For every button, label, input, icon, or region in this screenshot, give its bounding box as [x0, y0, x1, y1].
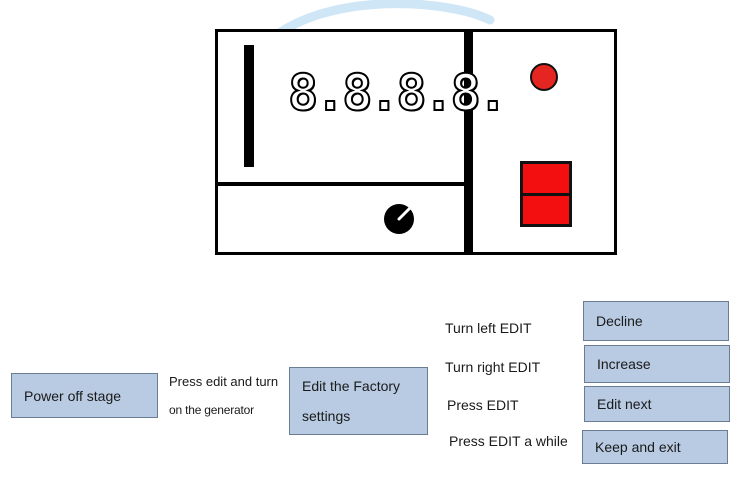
press-edit-label-line2: on the generator [169, 403, 254, 417]
result-increase-label: Increase [597, 356, 651, 372]
power-off-stage-label: Power off stage [24, 387, 122, 404]
indicator-led-icon [530, 63, 558, 91]
press-edit-label-line1: Press edit and turn [169, 374, 279, 389]
result-decline-label: Decline [596, 313, 643, 329]
knob-icon[interactable] [383, 203, 415, 235]
segment-display: 8.8.8.8. [287, 63, 509, 123]
factory-settings-line2: settings [302, 408, 351, 424]
action-trigger-turn-left: Turn left EDIT [445, 320, 532, 336]
switch-lower-half [523, 195, 569, 224]
switch-upper-half [523, 164, 569, 193]
result-increase-box: Increase [584, 345, 730, 383]
result-decline-box: Decline [583, 301, 729, 341]
factory-settings-line1: Edit the Factory [302, 378, 401, 394]
action-trigger-turn-right: Turn right EDIT [445, 359, 541, 375]
panel-vertical-divider [464, 29, 473, 255]
action-trigger-press-hold: Press EDIT a while [449, 433, 568, 449]
panel-horizontal-divider [215, 182, 467, 186]
power-switch-button[interactable] [520, 161, 572, 227]
result-keep-exit-label: Keep and exit [595, 439, 681, 455]
display-bar [244, 45, 254, 167]
factory-settings-box: Edit the Factory settings [289, 367, 428, 435]
result-keep-exit-box: Keep and exit [582, 430, 728, 464]
result-edit-next-label: Edit next [597, 396, 652, 412]
result-edit-next-box: Edit next [584, 386, 730, 422]
action-trigger-press: Press EDIT [447, 397, 519, 413]
power-off-stage-box: Power off stage [11, 373, 158, 418]
